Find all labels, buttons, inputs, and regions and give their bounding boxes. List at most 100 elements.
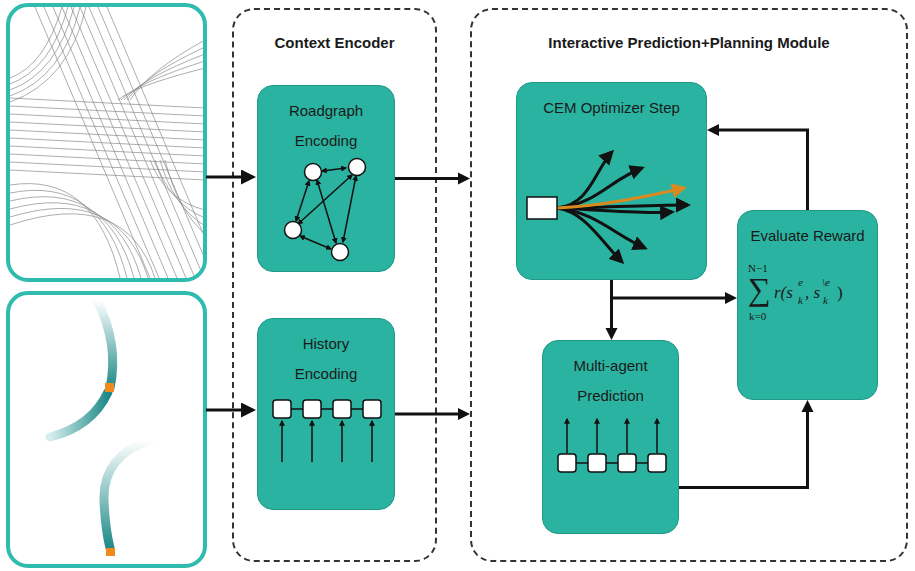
road-line [10,138,203,148]
road-line [35,7,150,278]
road-lines [10,7,203,278]
box-label: History Encoding [276,319,376,389]
process-box: Roadgraph Encoding [257,85,395,272]
trajectory [97,300,113,388]
group-box: Interactive Prediction+Planning ModuleCE… [470,8,908,562]
road-line [155,160,203,218]
process-box: Multi-agent Prediction [542,340,679,534]
connector-line [612,280,728,298]
box-label: Roadgraph Encoding [276,86,376,156]
connector-line [717,130,808,210]
road-line [53,7,168,278]
process-box: CEM Optimizer Step [516,82,707,280]
road-line [10,146,203,156]
road-line [10,190,127,278]
road-line [10,7,80,96]
road-line [10,7,68,84]
road-line [130,40,203,100]
box-label: Evaluate Reward [743,211,872,251]
vehicle [106,548,115,556]
road-line [10,114,203,124]
connector [606,280,618,340]
graph-edges [296,168,356,249]
road-line [121,61,203,100]
road-line [10,130,203,140]
roadgraph-panel [8,5,205,280]
box-label: CEM Optimizer Step [522,83,701,123]
input-arrow [206,176,253,179]
connector [395,408,470,420]
arrow-head [458,408,470,420]
road-line [160,160,203,226]
rnn-cells [273,400,381,418]
history-panel [8,293,205,566]
road-line [107,7,203,278]
road-line [10,170,203,180]
connector-line [679,410,808,487]
road-line [10,122,203,132]
road-line [80,7,195,278]
connector [395,173,470,185]
group-title: Context Encoder [240,10,430,51]
road-line [10,7,86,102]
formula-part: k [798,295,803,306]
road-line [10,154,203,164]
graph-nodes [285,159,366,261]
arrow-head [458,173,470,185]
formula-part: e [798,277,803,288]
formula-part: r(s [774,284,793,301]
ego-state [527,197,557,219]
arrow-head [802,400,814,412]
input-arrow [206,409,253,412]
trajectory [50,392,108,437]
road-line [10,203,141,278]
road-line [98,7,203,278]
rnn-cells [558,454,666,472]
road-line [10,162,203,172]
arrow-head [606,328,618,340]
road-line [127,47,203,100]
formula-part: k=0 [749,311,766,322]
road-line [10,197,134,278]
formula-part: \e [822,277,830,288]
road-line [89,7,203,278]
arrow-head [725,292,737,304]
connector-line [395,413,460,416]
connector [707,124,808,210]
formula-part: k [823,295,828,306]
rnn-chain [567,419,657,463]
road-line [62,7,177,278]
road-line [71,7,186,278]
process-box: Evaluate RewardN−1∑k=0r(sek, s\ek) [737,210,878,400]
group-title: Interactive Prediction+Planning Module [479,10,899,51]
road-line [10,184,120,278]
formula-part: ∑ [748,273,771,305]
group-box: Context EncoderRoadgraph EncodingHistory… [232,8,437,562]
rnn-chain [282,409,372,462]
vehicle [105,383,114,392]
road-line [10,208,148,278]
road-line [165,160,203,234]
road-line [10,7,74,90]
road-line [10,106,203,116]
formula-part: , s [805,284,820,301]
road-line [10,214,155,278]
sample-fan [557,152,688,262]
box-label: Multi-agent Prediction [556,341,666,411]
connector-line [395,177,460,180]
road-line [10,98,203,108]
connector [679,400,814,487]
road-line [10,7,62,78]
road-line [118,68,203,100]
road-line [124,54,203,100]
arrow-head [707,124,719,136]
road-line [44,7,159,278]
road-line [150,160,203,210]
connector [612,280,738,304]
formula-part: ) [837,284,843,301]
trajectory [104,440,150,548]
connector-line [610,280,613,330]
process-box: History Encoding [257,318,395,510]
best-sample [557,188,684,208]
